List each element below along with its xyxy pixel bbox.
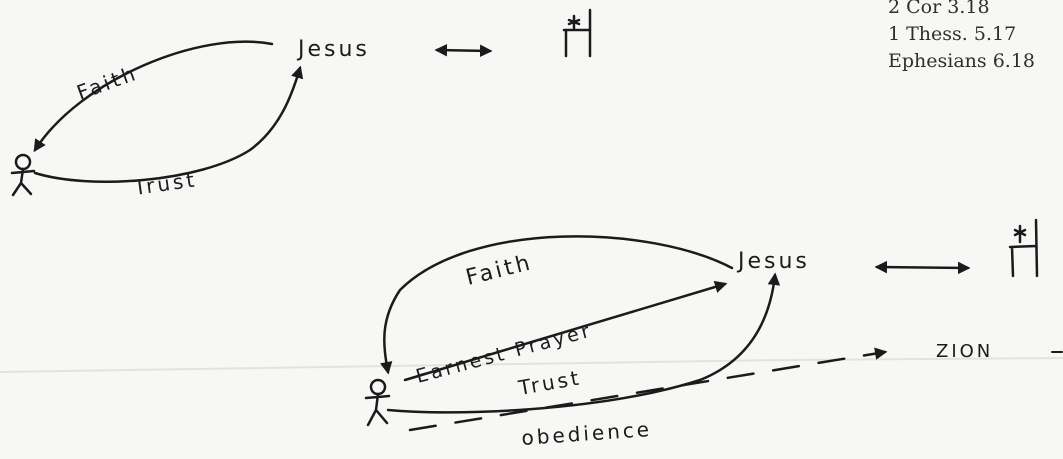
zion-label: ZION (936, 341, 993, 362)
obedience-arrow (408, 347, 888, 432)
faith-label: Faith (463, 250, 535, 291)
reference-1-thess: 1 Thess. 5.17 (888, 23, 1017, 45)
obedience-label: obedience (521, 417, 653, 450)
reference-2-cor: 2 Cor 3.18 (888, 0, 990, 18)
reference-ephesians: Ephesians 6.18 (888, 50, 1035, 72)
trust-arrow (386, 272, 781, 414)
double-arrow-icon (874, 260, 971, 275)
jesus-label: Jesus (296, 37, 370, 62)
bottom-diagram: Faith Earnest Prayer Trust obedience ZIO… (364, 218, 1063, 450)
jesus-label: Jesus (736, 249, 810, 274)
double-arrow-icon (434, 43, 493, 58)
stick-figure-icon (364, 378, 391, 427)
faith-arrow (380, 235, 734, 375)
throne-icon (1008, 218, 1039, 278)
scripture-references: 2 Cor 3.18 1 Thess. 5.17 Ephesians 6.18 (888, 0, 1035, 75)
faith-arrow (33, 40, 274, 153)
earnest-prayer-arrow (403, 280, 728, 382)
top-diagram: Faith Trust Jesus (10, 8, 592, 200)
trust-label: Trust (516, 365, 584, 400)
trust-arrow (33, 65, 304, 183)
throne-icon (562, 8, 592, 58)
faith-label: Faith (74, 61, 141, 105)
trust-label: Trust (131, 167, 198, 200)
stick-figure-icon (10, 153, 36, 197)
paper-fold (0, 357, 1063, 373)
